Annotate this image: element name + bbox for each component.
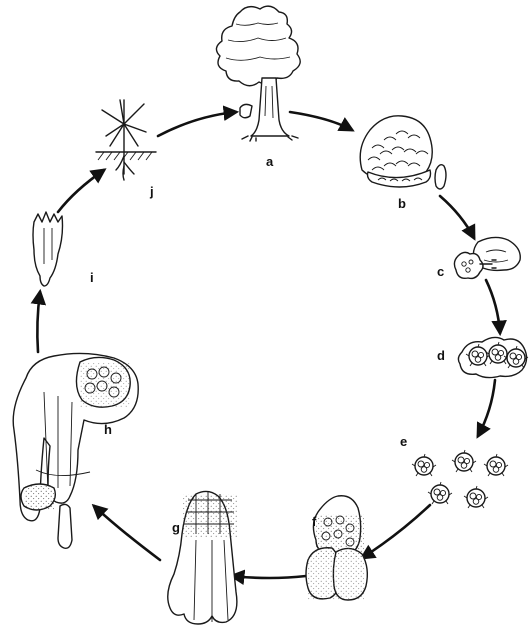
arrow-j-to-a (158, 112, 236, 136)
arrow-i-to-j (58, 170, 104, 212)
arrow-e-to-f (362, 505, 430, 558)
label-j: j (149, 184, 154, 199)
stage-i-embryo: i (33, 212, 94, 286)
stage-j-seedling: j (96, 100, 156, 199)
stage-f-embryo: f (306, 496, 367, 600)
label-d: d (437, 348, 445, 363)
label-b: b (398, 196, 406, 211)
arrow-b-to-c (440, 196, 474, 238)
stage-g-embryo: g (168, 491, 238, 624)
stage-d-cell-mass: d (437, 337, 528, 377)
label-c: c (437, 264, 444, 279)
arrow-c-to-d (486, 280, 500, 333)
arrow-d-to-e (478, 380, 495, 436)
arrow-a-to-b (290, 112, 352, 130)
stage-a-tree: a (216, 6, 300, 169)
arrow-g-to-h (94, 506, 160, 560)
arrow-h-to-i (37, 292, 40, 352)
label-a: a (266, 154, 274, 169)
stage-h-embryo-mass: h (13, 353, 138, 548)
label-f: f (312, 514, 317, 529)
label-e: e (400, 434, 407, 449)
label-h: h (104, 422, 112, 437)
label-i: i (90, 270, 94, 285)
arrow-f-to-g (232, 576, 306, 578)
stage-c-structure: c (437, 237, 520, 279)
label-g: g (172, 520, 180, 535)
cycle-arrows (37, 112, 500, 578)
stage-e-embryos: e (400, 434, 508, 508)
stage-b-cone: b (360, 116, 446, 211)
